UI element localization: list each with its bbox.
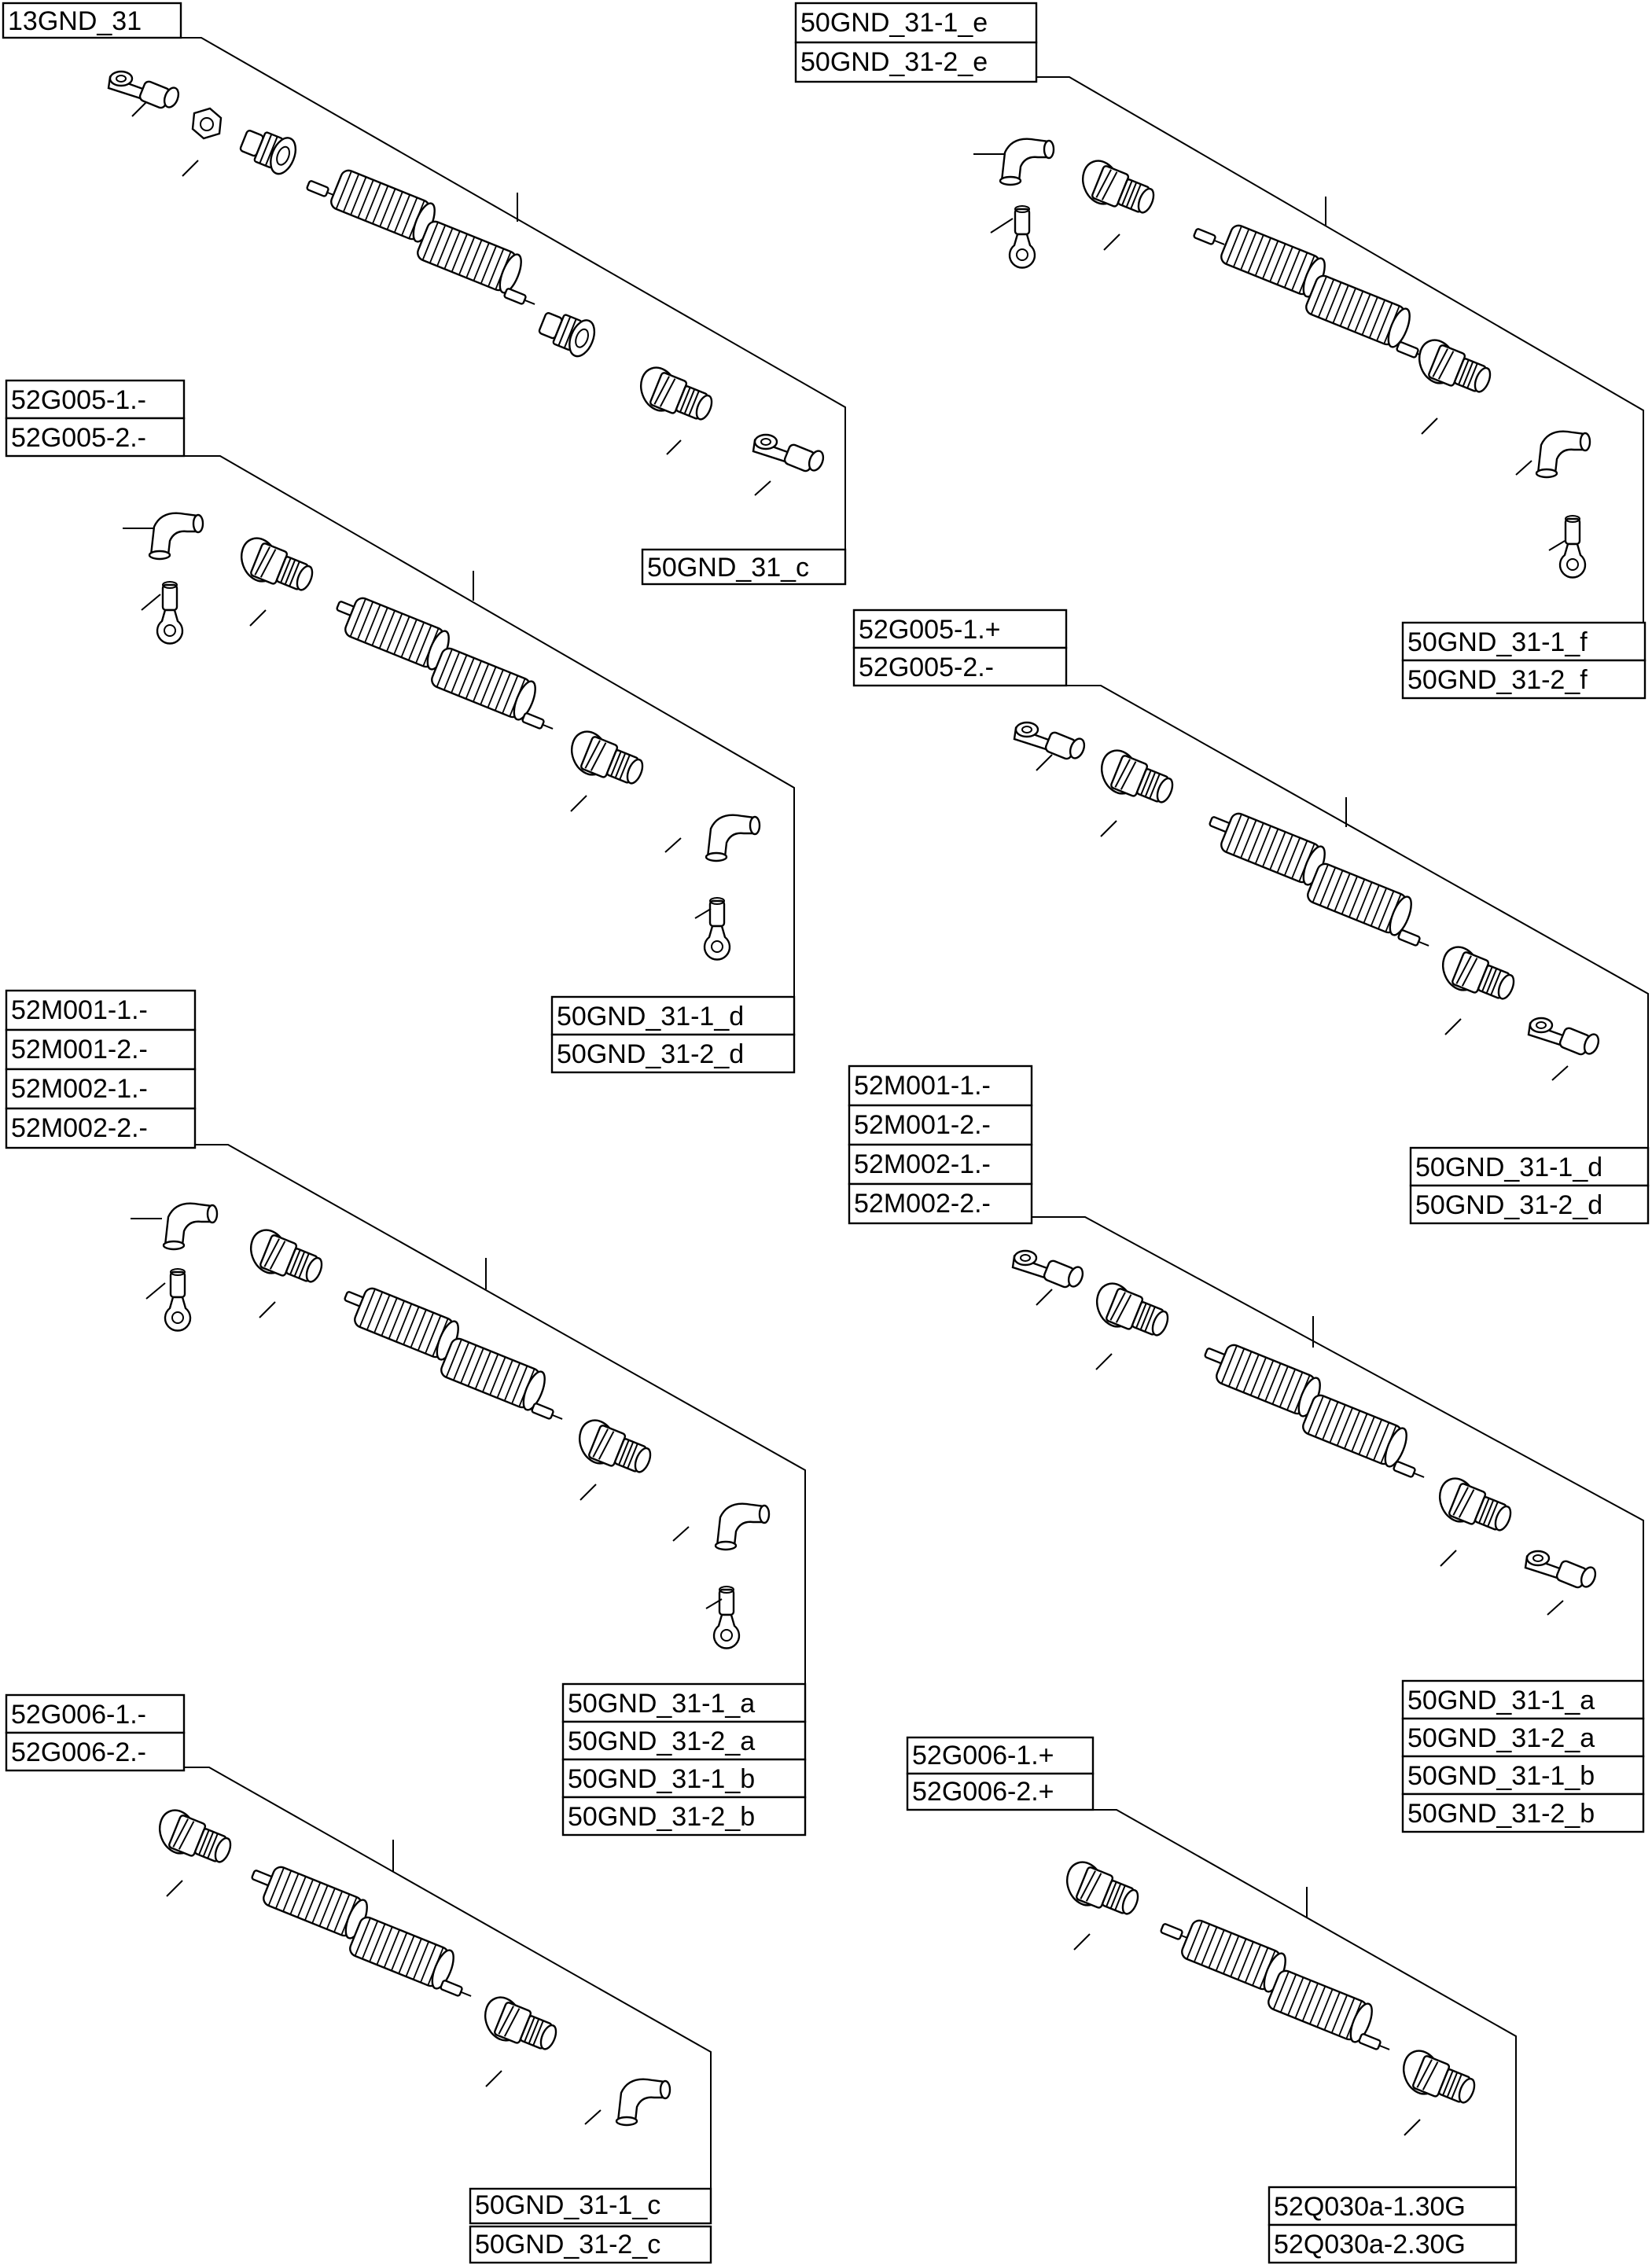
leader-line [1066,685,1649,1148]
source-label: 52M002-1.- [11,1074,148,1104]
source-label: 52G006-1.+ [912,1741,1054,1770]
target-label: 50GND_31-2_a [568,1726,755,1756]
target-label: 52Q030a-2.30G [1274,2230,1466,2259]
label-box: 52M001-1.- 52M001-2.- 52M002-1.- 52M002-… [848,1064,1033,1225]
target-label: 50GND_31-2_d [557,1039,744,1069]
leader-line [1032,1216,1644,1681]
assembly-group-4: 52G005-1.+ 52G005-2.- 50GND_31-1_d 50GND… [852,609,1650,1225]
source-label: 52G006-2.- [11,1737,146,1767]
label-box: 52G005-1.+ 52G005-2.- [852,609,1068,687]
target-label: 50GND_31-2_f [1407,665,1588,695]
target-label: 50GND_31-1_a [568,1689,755,1719]
source-label: 52M002-1.- [854,1149,991,1179]
label-box: 50GND_31-1_a 50GND_31-2_a 50GND_31-1_b 5… [561,1682,807,1837]
source-label: 52M002-2.- [11,1113,148,1143]
source-label: 52G005-2.- [11,423,146,453]
source-label: 52G005-2.- [859,653,994,682]
target-label: 50GND_31-2_b [568,1802,755,1832]
source-label: 50GND_31-1_e [800,8,988,38]
source-label: 52G005-1.+ [859,615,1001,645]
target-label: 50GND_31-2_d [1415,1190,1602,1220]
parts [131,1202,771,1649]
assembly-group-1: 13GND_31 50GND_31_c [2,2,847,586]
label-box: 52G006-1.- 52G006-2.- [5,1693,186,1772]
source-label: 13GND_31 [8,6,142,36]
label-box: 52Q030a-1.30G 52Q030a-2.30G [1268,2186,1518,2264]
label-box: 50GND_31_c [641,548,847,586]
leader-line [181,37,846,550]
target-label: 50GND_31-1_a [1407,1686,1595,1715]
label-box: 50GND_31-1_a 50GND_31-2_a 50GND_31-1_b 5… [1401,1679,1645,1833]
parts [1011,1249,1599,1616]
leader-line [195,1144,806,1684]
target-label: 50GND_31-2_a [1407,1723,1595,1753]
target-label: 50GND_31-2_c [475,2230,660,2259]
label-box: 52G006-1.+ 52G006-2.+ [906,1736,1095,1811]
assembly-group-6: 52M001-1.- 52M001-2.- 52M002-1.- 52M002-… [848,1064,1645,1833]
label-box: 52G005-1.- 52G005-2.- [5,379,186,458]
assembly-group-2: 50GND_31-1_e 50GND_31-2_e 50GND_31-1_f 5… [794,2,1646,700]
target-label: 50GND_31_c [647,553,809,583]
source-label: 52M001-2.- [854,1110,991,1140]
leader-line [184,1767,712,2189]
leader-line [1036,76,1644,623]
label-box: 50GND_31-1_d 50GND_31-2_d [1409,1146,1650,1225]
source-label: 52G006-2.+ [912,1777,1054,1807]
label-box: 13GND_31 [2,2,182,39]
assembly-group-7: 52G006-1.- 52G006-2.- 50GND_31-1_c 50GND… [5,1693,712,2264]
source-label: 52M001-1.- [11,995,148,1025]
leader-line [1093,1809,1517,2187]
label-box: 52M001-1.- 52M001-2.- 52M002-1.- 52M002-… [5,989,197,1149]
target-label: 50GND_31-1_f [1407,627,1588,657]
assembly-group-8: 52G006-1.+ 52G006-2.+ 52Q030a-1.30G 52Q0… [906,1736,1518,2264]
label-box: 50GND_31-1_d 50GND_31-2_d [550,995,796,1074]
target-label: 50GND_31-1_b [1407,1761,1595,1791]
label-box: 50GND_31-1_c 50GND_31-2_c [469,2187,712,2264]
source-label: 52M001-2.- [11,1035,148,1064]
parts [1013,721,1602,1081]
parts [107,70,827,496]
target-label: 50GND_31-1_d [1415,1153,1602,1182]
target-label: 50GND_31-1_d [557,1002,744,1031]
source-label: 52G005-1.- [11,385,146,415]
leader-line [184,455,795,997]
target-label: 52Q030a-1.30G [1274,2192,1466,2222]
label-box: 50GND_31-1_e 50GND_31-2_e [794,2,1038,83]
parts [1060,1855,1479,2136]
source-label: 52M002-2.- [854,1189,991,1219]
parts [973,138,1591,579]
target-label: 50GND_31-1_b [568,1764,755,1794]
label-box: 50GND_31-1_f 50GND_31-2_f [1401,621,1646,700]
parts [153,1804,671,2127]
target-label: 50GND_31-2_b [1407,1799,1595,1829]
source-label: 50GND_31-2_e [800,47,988,77]
source-label: 52G006-1.- [11,1700,146,1730]
assembly-group-5: 52M001-1.- 52M001-2.- 52M002-1.- 52M002-… [5,989,807,1837]
source-label: 52M001-1.- [854,1071,991,1101]
target-label: 50GND_31-1_c [475,2190,660,2220]
parts [123,512,761,961]
assembly-group-3: 52G005-1.- 52G005-2.- 50GND_31-1_d 50GND… [5,379,796,1074]
